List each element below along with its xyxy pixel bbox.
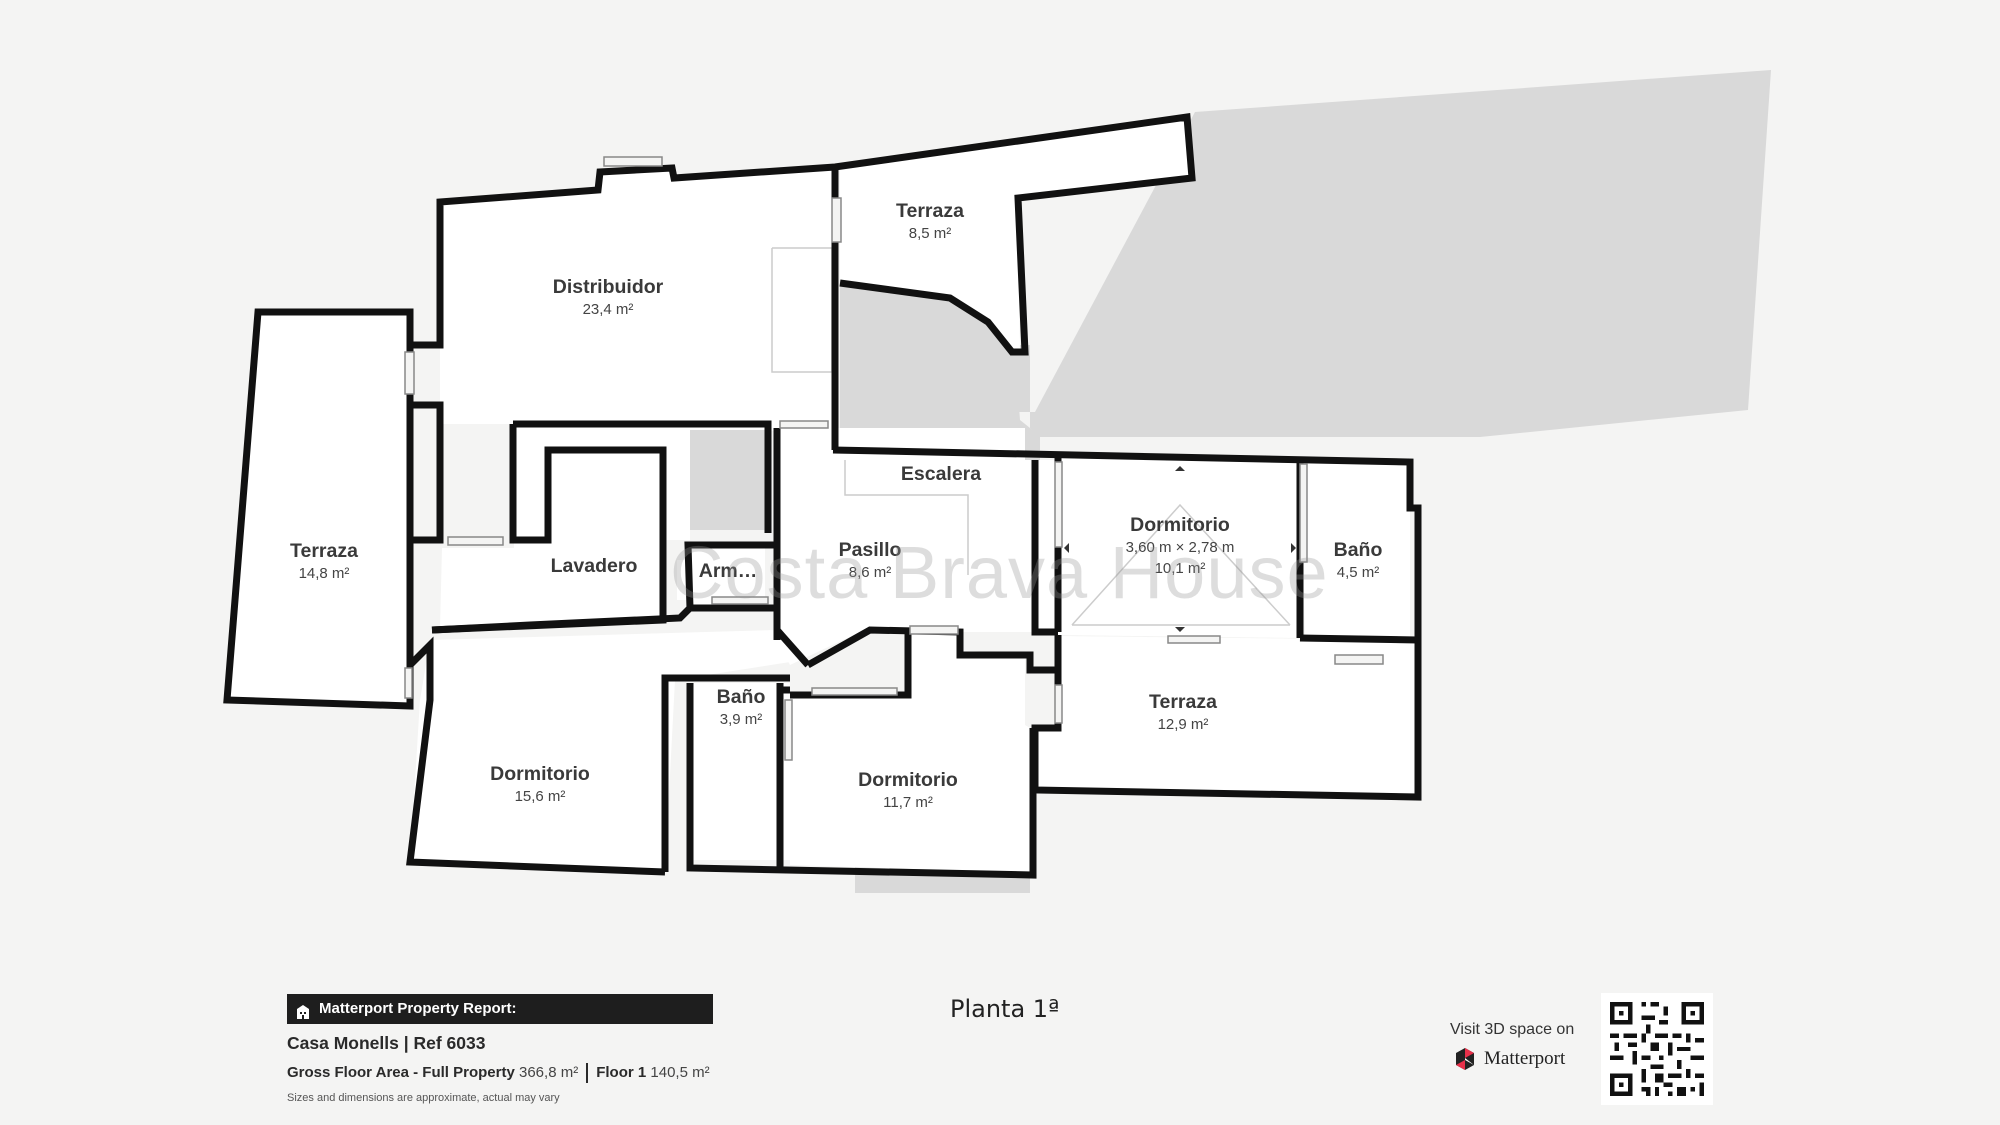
room-name: Terraza — [1149, 691, 1217, 713]
room-name: Escalera — [900, 463, 982, 485]
room-name: Baño — [1333, 539, 1383, 561]
qr-code-icon[interactable] — [1601, 993, 1713, 1105]
disclaimer: Sizes and dimensions are approximate, ac… — [287, 1092, 560, 1104]
floor-title: Planta 1ª — [950, 995, 1060, 1023]
room-area: 23,4 m² — [582, 301, 634, 318]
area-summary: Gross Floor Area - Full Property 366,8 m… — [287, 1063, 710, 1083]
floor-area-label: Floor 1 — [596, 1063, 647, 1081]
room-area: 4,5 m² — [1336, 564, 1380, 581]
room-name: Dormitorio — [490, 763, 590, 785]
room-area: 14,8 m² — [298, 565, 350, 582]
room-fills — [228, 117, 1418, 873]
room-area: 10,1 m² — [1154, 560, 1206, 577]
room-area: 11,7 m² — [883, 794, 933, 811]
matterport-link[interactable]: Matterport — [1452, 1046, 1565, 1072]
room-area: 12,9 m² — [1157, 716, 1209, 733]
room-name: Dormitorio — [1130, 514, 1230, 536]
room-area: 8,6 m² — [848, 564, 892, 581]
room-name: Lavadero — [550, 555, 638, 577]
room-dimensions: 3,60 m × 2,78 m — [1125, 539, 1235, 556]
room-area: 3,9 m² — [719, 711, 763, 728]
room-name: Dormitorio — [858, 769, 958, 791]
gross-area-value: 366,8 m² — [519, 1063, 579, 1081]
property-name: Casa Monells | Ref 6033 — [287, 1033, 486, 1053]
room-name: Baño — [716, 686, 766, 708]
gross-area-label: Gross Floor Area - Full Property — [287, 1063, 515, 1081]
separator — [586, 1063, 589, 1083]
room-name: Arm… — [698, 560, 758, 582]
watermark: Costa Brava House — [670, 531, 1329, 614]
room-area: 15,6 m² — [514, 788, 566, 805]
dimension-markers — [1064, 466, 1296, 632]
building-icon — [295, 1001, 311, 1019]
report-header-bar: Matterport Property Report: — [287, 994, 713, 1024]
room-name: Terraza — [290, 540, 358, 562]
windows — [404, 156, 1384, 761]
room-area: 8,5 m² — [908, 225, 952, 242]
room-name: Distribuidor — [552, 276, 664, 298]
report-header-text: Matterport Property Report: — [319, 1000, 517, 1017]
visit-3d-text: Visit 3D space on — [1450, 1021, 1575, 1038]
matterport-brand-text: Matterport — [1484, 1048, 1566, 1069]
matterport-logo-icon — [1456, 1048, 1474, 1070]
outdoor-area — [520, 70, 1771, 893]
room-name: Terraza — [896, 200, 964, 222]
floor-area-value: 140,5 m² — [650, 1063, 710, 1081]
room-name: Pasillo — [838, 539, 902, 561]
